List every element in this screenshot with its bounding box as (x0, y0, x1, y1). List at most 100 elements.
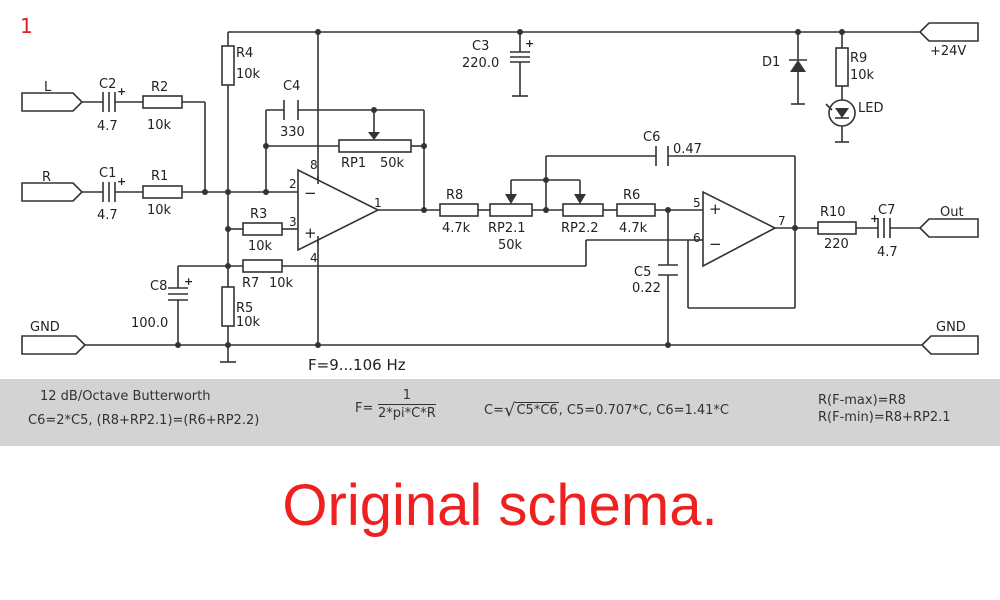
svg-text:+: + (870, 212, 879, 225)
c8-value: 100.0 (131, 316, 168, 331)
r8-name: R8 (446, 188, 463, 203)
r2-resistor (142, 95, 183, 109)
supply-label: +24V (930, 44, 966, 59)
rp22-potentiometer (562, 203, 604, 217)
c5-capacitor (658, 264, 678, 276)
output-connector (918, 218, 979, 238)
svg-text:+: + (117, 175, 126, 188)
circuit-schematic: L R GND +24V Out GND + C2 4.7 R2 10k + C… (21, 22, 979, 374)
rp22-wiper (574, 194, 586, 204)
c4-value: 330 (280, 125, 305, 140)
figure-number: 1 (20, 14, 33, 38)
c3-name: C3 (472, 39, 489, 54)
u1-pin-1: 1 (374, 196, 382, 210)
r4-name: R4 (236, 46, 253, 61)
r10-name: R10 (820, 205, 846, 220)
r4-value: 10k (236, 67, 261, 82)
rp1-value: 50k (380, 156, 405, 171)
c1-value: 4.7 (97, 208, 118, 223)
rp21-value: 50k (498, 238, 523, 253)
input-r-label: R (42, 170, 51, 185)
capacitance-lhs: C= (484, 403, 504, 418)
gnd-right-connector (920, 335, 979, 355)
led-indicator (825, 99, 856, 127)
input-l-label: L (44, 80, 52, 95)
c7-name: C7 (878, 203, 895, 218)
r10-resistor (817, 221, 857, 235)
r6-name: R6 (623, 188, 640, 203)
r2-name: R2 (151, 80, 168, 95)
junctions (175, 29, 845, 348)
capacitance-radicand: C5*C6 (515, 402, 559, 418)
c5-value: 0.22 (632, 281, 661, 296)
r8-value: 4.7k (442, 221, 471, 236)
c4-name: C4 (283, 79, 300, 94)
r2-value: 10k (147, 118, 172, 133)
c2-value: 4.7 (97, 119, 118, 134)
u2-opamp (702, 190, 777, 268)
c5-name: C5 (634, 265, 651, 280)
r9-name: R9 (850, 51, 867, 66)
svg-text:+: + (525, 37, 534, 50)
rp1-name: RP1 (341, 156, 366, 171)
r9-value: 10k (850, 68, 875, 83)
c7-value: 4.7 (877, 245, 898, 260)
rp1-wiper (368, 132, 380, 140)
caption: Original schema. (282, 473, 718, 538)
u1-opamp (297, 168, 380, 252)
rp21-wiper (505, 194, 517, 204)
resistance-min: R(F-min)=R8+RP2.1 (818, 410, 951, 425)
r3-resistor (242, 222, 283, 236)
formula-band: 12 dB/Octave Butterworth C6=2*C5, (R8+RP… (0, 379, 1000, 446)
c8-name: C8 (150, 279, 167, 294)
rp22-name: RP2.2 (561, 221, 599, 236)
r1-value: 10k (147, 203, 172, 218)
gnd-left-connector (21, 335, 87, 355)
input-r-connector (21, 182, 84, 202)
c7-capacitor: + (870, 212, 891, 238)
c6-capacitor (655, 146, 669, 166)
rp1-potentiometer (338, 139, 412, 153)
input-l-connector (21, 92, 84, 112)
u2-plus-sign: + (709, 200, 722, 218)
frequency-range: F=9...106 Hz (308, 356, 406, 374)
svg-text:+: + (117, 85, 126, 98)
rp21-name: RP2.1 (488, 221, 526, 236)
r5-name: R5 (236, 301, 253, 316)
u2-pin-6: 6 (693, 231, 701, 245)
c6-name: C6 (643, 130, 660, 145)
gnd-left-label: GND (30, 320, 60, 335)
d1-name: D1 (762, 55, 780, 70)
c2-capacitor: + (102, 85, 126, 112)
u1-pin-2: 2 (289, 177, 297, 191)
u1-pin-8: 8 (310, 158, 318, 172)
u1-plus-sign: + (304, 224, 317, 242)
c1-capacitor: + (102, 175, 126, 202)
gnd-right-label: GND (936, 320, 966, 335)
u1-pin-3: 3 (289, 215, 297, 229)
r1-resistor (142, 185, 183, 199)
rp21-potentiometer (489, 203, 533, 217)
frequency-fraction: 1 2*pi*C*R (378, 388, 436, 421)
u2-pin-5: 5 (693, 196, 701, 210)
r5-value: 10k (236, 315, 261, 330)
sqrt-icon: √ (503, 400, 516, 421)
c6-value: 0.47 (673, 142, 702, 157)
r8-resistor (439, 203, 479, 217)
frequency-lhs: F= (355, 401, 374, 416)
r3-value: 10k (248, 239, 273, 254)
r7-name: R7 (242, 276, 259, 291)
u2-minus-sign: − (709, 235, 722, 253)
r5-resistor (221, 286, 235, 327)
c4-capacitor (283, 100, 299, 120)
frequency-numerator: 1 (378, 388, 436, 405)
led-label: LED (858, 101, 883, 116)
c3-value: 220.0 (462, 56, 499, 71)
output-label: Out (940, 205, 964, 220)
r7-resistor (242, 259, 283, 273)
c8-capacitor: + (168, 275, 193, 310)
r1-name: R1 (151, 169, 168, 184)
c2-name: C2 (99, 77, 116, 92)
frequency-denominator: 2*pi*C*R (378, 406, 436, 421)
u1-pin-4: 4 (310, 251, 318, 265)
